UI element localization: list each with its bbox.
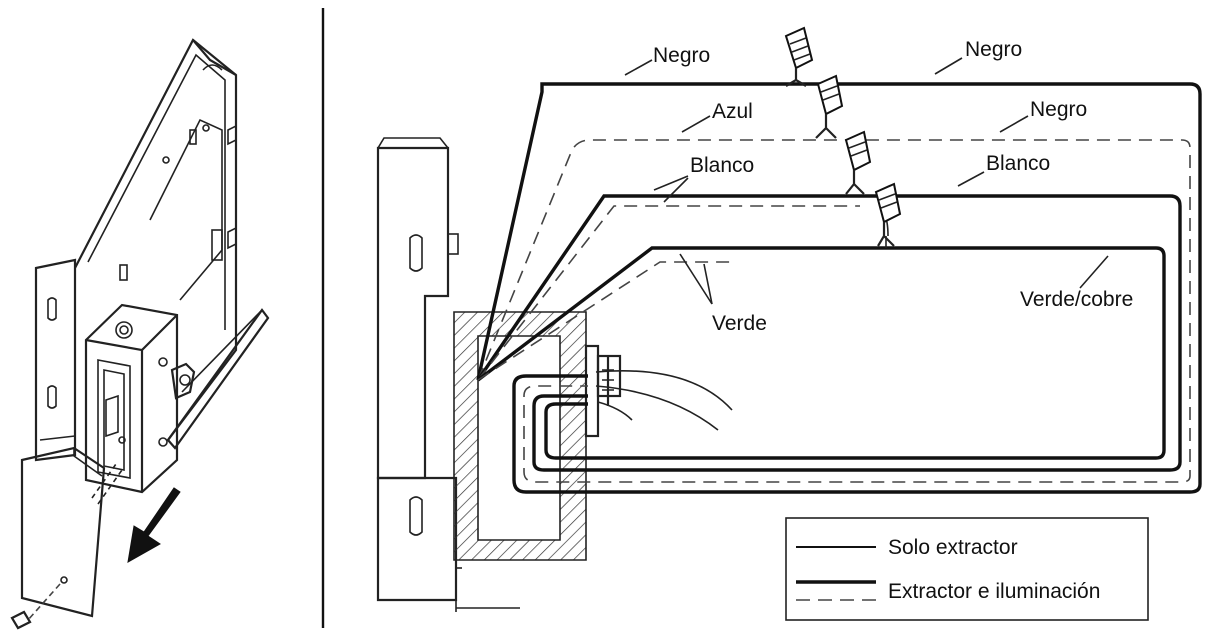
conduit-cable: [595, 370, 733, 431]
label-negro-3: Negro: [1030, 98, 1087, 121]
legend-label-extractor-iluminacion: Extractor e iluminación: [888, 580, 1100, 603]
bracket-assembly-illustration: [10, 38, 270, 630]
leader-lines: [624, 57, 1109, 305]
legend: Solo extractor Extractor e iluminación: [785, 517, 1149, 621]
label-blanco-1: Blanco: [690, 154, 754, 177]
hood-housing: [376, 137, 622, 612]
label-verde: Verde: [712, 312, 767, 335]
label-azul: Azul: [712, 100, 753, 123]
label-blanco-2: Blanco: [986, 152, 1050, 175]
wires: [476, 82, 1202, 494]
label-negro-2: Negro: [965, 38, 1022, 61]
wire-nut-connectors: [784, 26, 902, 247]
label-verde-cobre: Verde/cobre: [1020, 288, 1133, 311]
wire-nut-3: [844, 130, 872, 195]
wire-nut-2: [815, 74, 844, 139]
wire-nut-4: [874, 182, 902, 247]
wire-nut-1: [784, 26, 814, 87]
wire-labels: Negro Negro Azul Negro Blanco Blanco Ver…: [653, 38, 1133, 335]
label-negro-1: Negro: [653, 44, 710, 67]
legend-label-solo-extractor: Solo extractor: [888, 536, 1018, 559]
